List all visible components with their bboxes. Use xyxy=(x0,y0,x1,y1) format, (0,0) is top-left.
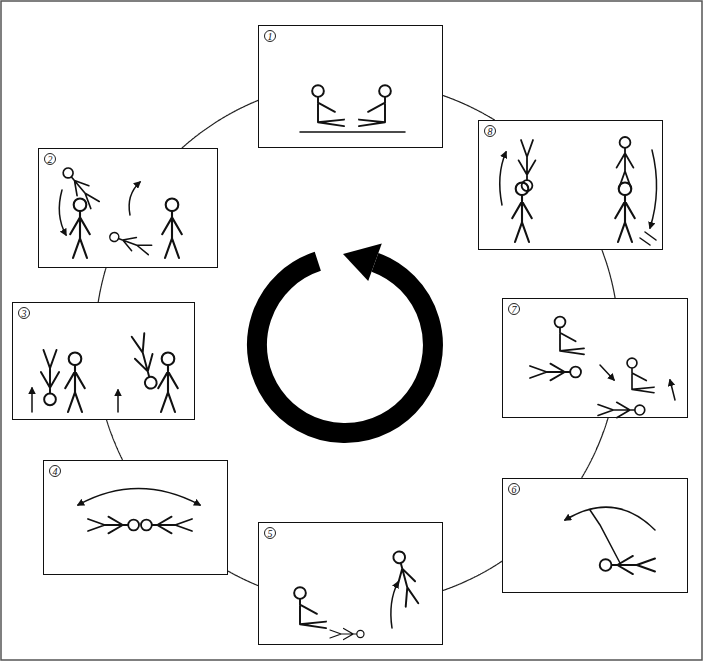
callout-number: 3 xyxy=(18,307,30,319)
exercise-box: 8 xyxy=(478,120,663,250)
exercise-box: 4 xyxy=(43,460,228,575)
callout-number: 7 xyxy=(508,303,520,315)
cycle-line xyxy=(443,96,495,121)
stick-figures xyxy=(32,85,675,639)
exercise-box: 5 xyxy=(258,522,443,645)
callout-number: 1 xyxy=(264,30,276,42)
cycle-line xyxy=(182,100,258,148)
exercise-box: 1 xyxy=(258,25,443,148)
exercise-box: 2 xyxy=(38,148,218,268)
callout-number: 2 xyxy=(44,153,56,165)
callout-number: 6 xyxy=(508,483,520,495)
exercise-box: 6 xyxy=(502,478,688,593)
cycle-line xyxy=(443,561,502,591)
exercise-box: 3 xyxy=(12,302,195,420)
cycle-line xyxy=(581,418,608,478)
cycle-line xyxy=(98,268,106,302)
callout-number: 8 xyxy=(484,125,496,137)
cycle-line xyxy=(107,420,123,460)
callout-number: 5 xyxy=(264,527,276,539)
cycle-line xyxy=(602,250,615,298)
cycle-arrow xyxy=(257,244,433,434)
cycle-line xyxy=(228,571,258,586)
exercise-box: 7 xyxy=(502,298,688,418)
callout-number: 4 xyxy=(49,465,61,477)
